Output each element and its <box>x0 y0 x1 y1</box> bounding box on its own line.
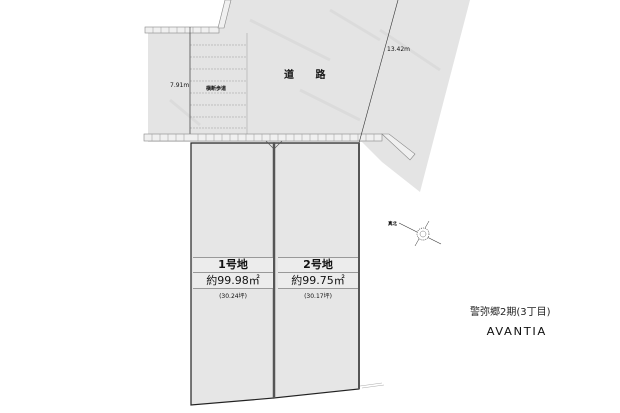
lot-name: 2号地 <box>278 257 358 273</box>
lot-area: 約99.98㎡ <box>193 273 273 289</box>
frontage-dimension: 13.42m <box>387 46 411 53</box>
lot-tsubo: (30.17坪) <box>304 293 332 300</box>
road-area <box>148 0 470 192</box>
road-label: 道 路 <box>284 70 335 81</box>
project-name: 警弥郷2期(3丁目) <box>470 307 551 318</box>
lot-2-info: 2号地 約99.75㎡ (30.17坪) <box>278 257 358 300</box>
lot-tsubo: (30.24坪) <box>219 293 247 300</box>
curb-bottom <box>143 133 416 161</box>
lot-1-info: 1号地 約99.98㎡ (30.24坪) <box>193 257 273 300</box>
brand-logo: AVANTIA <box>486 325 547 338</box>
road-width-dimension: 7.91m <box>170 82 190 89</box>
lot-name: 1号地 <box>193 257 273 273</box>
lot-area: 約99.75㎡ <box>278 273 358 289</box>
true-north-label: 真北 <box>388 222 397 227</box>
north-compass-icon <box>398 220 442 247</box>
frontage-dimension-line <box>358 0 399 144</box>
crosswalk-label: 横断歩道 <box>206 86 227 92</box>
curb-top-left <box>144 0 232 34</box>
